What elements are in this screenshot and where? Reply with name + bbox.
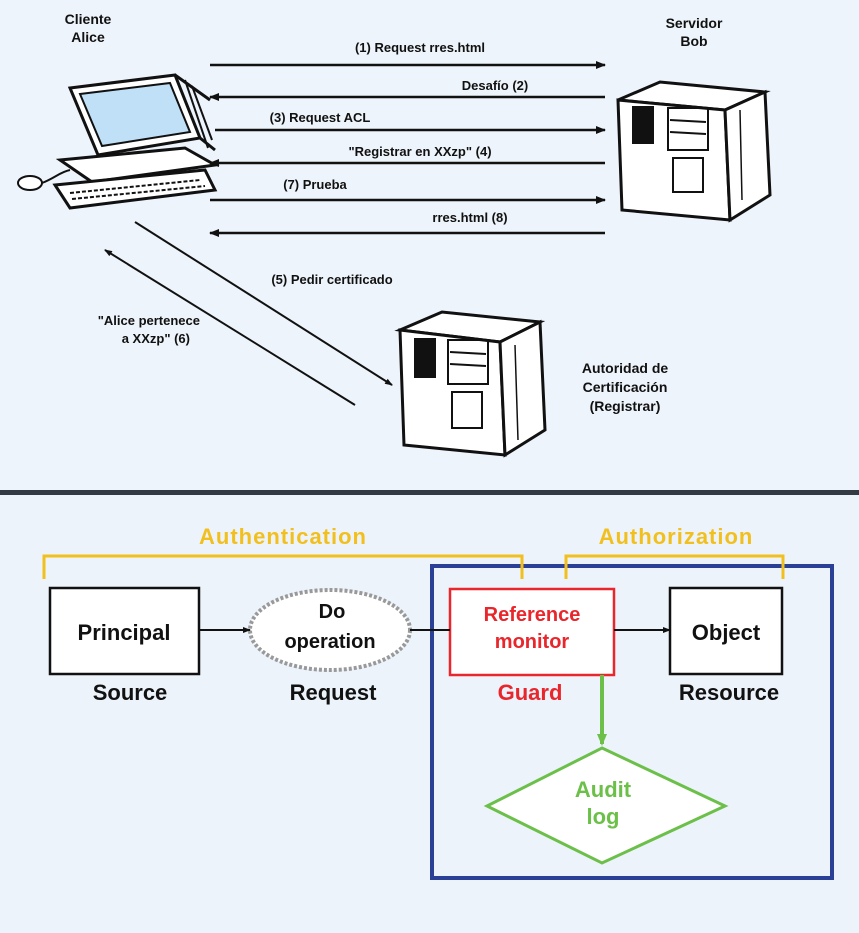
- server-computer-icon: [616, 80, 772, 223]
- object-label: Object: [692, 620, 761, 645]
- request-label: Request: [290, 680, 377, 705]
- authorization-bracket: [564, 554, 785, 579]
- arrow-m6: [104, 249, 356, 406]
- do-operation-line1: Do: [319, 601, 346, 623]
- principal-box: [48, 586, 201, 676]
- reference-monitor-line2: monitor: [495, 631, 570, 653]
- label-m6-line2: a XXzp" (6): [122, 331, 190, 346]
- reference-monitor-line1: Reference: [484, 604, 581, 626]
- panel-divider: [0, 490, 859, 495]
- do-operation-line2: operation: [284, 631, 375, 653]
- label-m4: "Registrar en XXzp" (4): [348, 144, 491, 159]
- label-m8: rres.html (8): [432, 210, 507, 225]
- ca-label-line2: Certificación: [583, 379, 668, 395]
- object-box: [668, 586, 784, 676]
- authentication-bracket: [42, 554, 524, 579]
- principal-label: Principal: [78, 620, 171, 645]
- client-label-line1: Cliente: [65, 11, 112, 27]
- label-m3: (3) Request ACL: [270, 110, 371, 125]
- label-m7: (7) Prueba: [283, 177, 347, 192]
- authentication-label: Authentication: [199, 524, 367, 549]
- ca-label-line3: (Registrar): [590, 398, 661, 414]
- trusted-boundary-box: [430, 564, 834, 880]
- audit-log-line2: log: [587, 804, 620, 829]
- server-label-line1: Servidor: [666, 15, 723, 31]
- label-m1: (1) Request rres.html: [355, 40, 485, 55]
- arrow-m5: [134, 221, 393, 386]
- label-m5: (5) Pedir certificado: [271, 272, 392, 287]
- ca-computer-icon: [394, 310, 547, 458]
- guard-label: Guard: [498, 680, 563, 705]
- client-computer-icon: [17, 73, 220, 210]
- label-m2: Desafío (2): [462, 78, 528, 93]
- authorization-label: Authorization: [599, 524, 754, 549]
- audit-log-line1: Audit: [575, 777, 632, 802]
- label-m6-line1: "Alice pertenece: [98, 313, 200, 328]
- server-label-line2: Bob: [680, 33, 707, 49]
- reference-monitor-box: [448, 587, 616, 677]
- resource-label: Resource: [679, 680, 779, 705]
- ca-label-line1: Autoridad de: [582, 360, 669, 376]
- source-label: Source: [93, 680, 168, 705]
- client-label-line2: Alice: [71, 29, 105, 45]
- audit-log-diamond: [483, 746, 729, 865]
